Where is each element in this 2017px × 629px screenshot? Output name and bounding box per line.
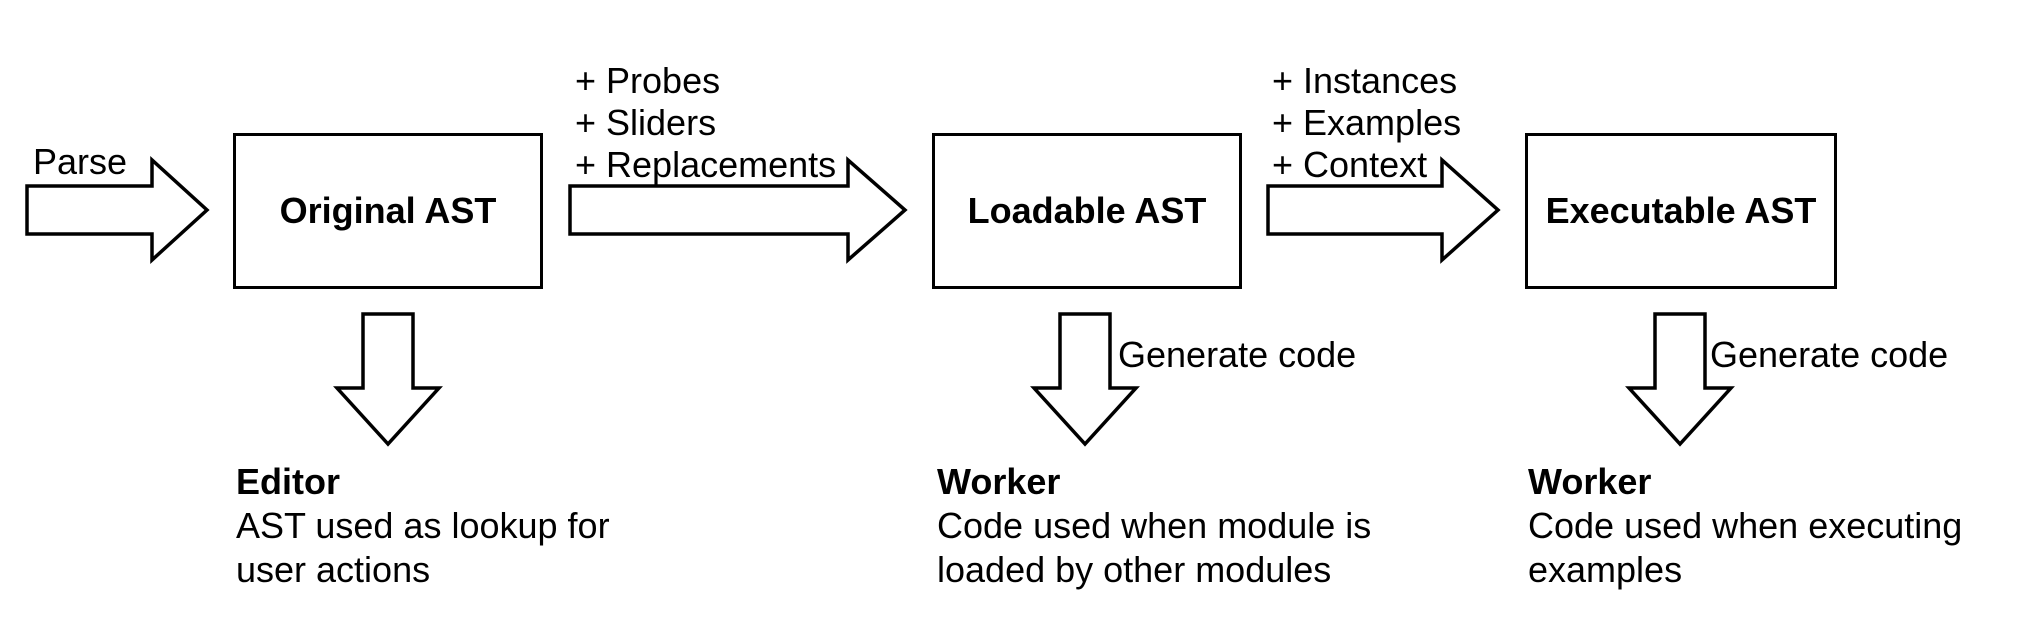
worker-load-desc-block: Worker Code used when module is loaded b… [937,460,1371,592]
arrow-label-line: + Instances [1272,60,1458,101]
original-ast-box: Original AST [233,133,543,289]
arrow-label-line: + Sliders [575,102,717,143]
arrow-label-line: + Examples [1272,102,1462,143]
editor-desc-line: AST used as lookup for [236,505,610,546]
editor-desc-block: Editor AST used as lookup for user actio… [236,460,610,592]
executable-ast-box-label: Executable AST [1545,190,1817,231]
executable-ast-box: Executable AST [1525,133,1837,289]
loadable-ast-box: Loadable AST [932,133,1242,289]
executable-arrow-label: + Instances + Examples + Context [1272,60,1461,186]
worker-exec-desc-line: examples [1528,549,1683,590]
down-arrow-worker-load [1030,312,1140,447]
parse-arrow-label: Parse [33,141,128,182]
transform-right-arrow-loadable [568,156,908,264]
worker-exec-desc-line: Code used when executing [1528,505,1963,546]
down-arrow-editor [333,312,443,447]
transform-right-arrow-executable [1266,156,1501,264]
parse-right-arrow [25,156,210,264]
loadable-ast-box-label: Loadable AST [967,190,1207,231]
generate-code-label-load: Generate code [1118,334,1357,375]
arrow-label-line: + Probes [575,60,721,101]
generate-code-label-exec: Generate code [1710,334,1949,375]
original-ast-box-label: Original AST [279,190,497,231]
down-arrow-worker-exec [1625,312,1735,447]
worker-load-desc-line: loaded by other modules [937,549,1332,590]
worker-exec-desc-block: Worker Code used when executing examples [1528,460,1962,592]
arrow-label-line: + Replacements [575,144,837,185]
worker-load-desc-title: Worker [937,461,1061,502]
editor-desc-title: Editor [236,461,340,502]
worker-load-desc-line: Code used when module is [937,505,1372,546]
worker-exec-desc-title: Worker [1528,461,1652,502]
loadable-arrow-label: + Probes + Sliders + Replacements [575,60,836,186]
editor-desc-line: user actions [236,549,431,590]
arrow-label-line: + Context [1272,144,1428,185]
